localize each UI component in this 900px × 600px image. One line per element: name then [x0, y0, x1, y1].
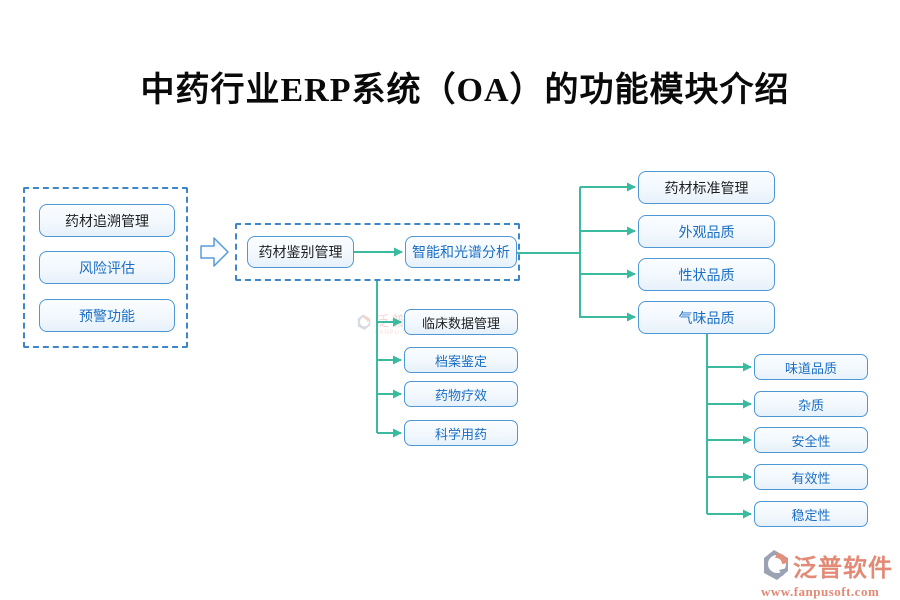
node-impurities: 杂质: [754, 391, 868, 417]
node-scientific-medication: 科学用药: [404, 420, 518, 446]
brand-name: 泛普软件: [793, 556, 893, 582]
page-title: 中药行业ERP系统（OA）的功能模块介绍: [140, 72, 790, 109]
node-material-identification-management: 药材鉴别管理: [247, 236, 354, 268]
node-archive-appraisal: 档案鉴定: [404, 347, 518, 373]
node-warning-function: 预警功能: [39, 299, 175, 332]
block-arrow-icon: [200, 237, 229, 267]
node-effectiveness: 有效性: [754, 464, 868, 490]
watermark-logo-icon: [357, 314, 371, 330]
identification-group-frame: [235, 223, 520, 281]
node-drug-efficacy: 药物疗效: [404, 381, 518, 407]
node-taste-quality: 味道品质: [754, 354, 868, 380]
node-material-standard-management: 药材标准管理: [638, 171, 775, 204]
node-clinical-data-management: 临床数据管理: [404, 309, 518, 335]
brand-logo: 泛普软件 www.fanpusoft.com: [761, 548, 893, 600]
traceability-group-frame: [23, 187, 188, 348]
node-risk-assessment: 风险评估: [39, 251, 175, 284]
node-stability: 稳定性: [754, 501, 868, 527]
node-appearance-quality: 外观品质: [638, 215, 775, 248]
brand-logo-icon: [764, 550, 788, 580]
node-material-trace-management: 药材追溯管理: [39, 204, 175, 237]
node-odor-quality: 气味品质: [638, 301, 775, 334]
node-safety: 安全性: [754, 427, 868, 453]
brand-url: www.fanpusoft.com: [761, 584, 880, 599]
node-character-quality: 性状品质: [638, 258, 775, 291]
node-intelligent-spectral-analysis: 智能和光谱分析: [405, 236, 517, 268]
